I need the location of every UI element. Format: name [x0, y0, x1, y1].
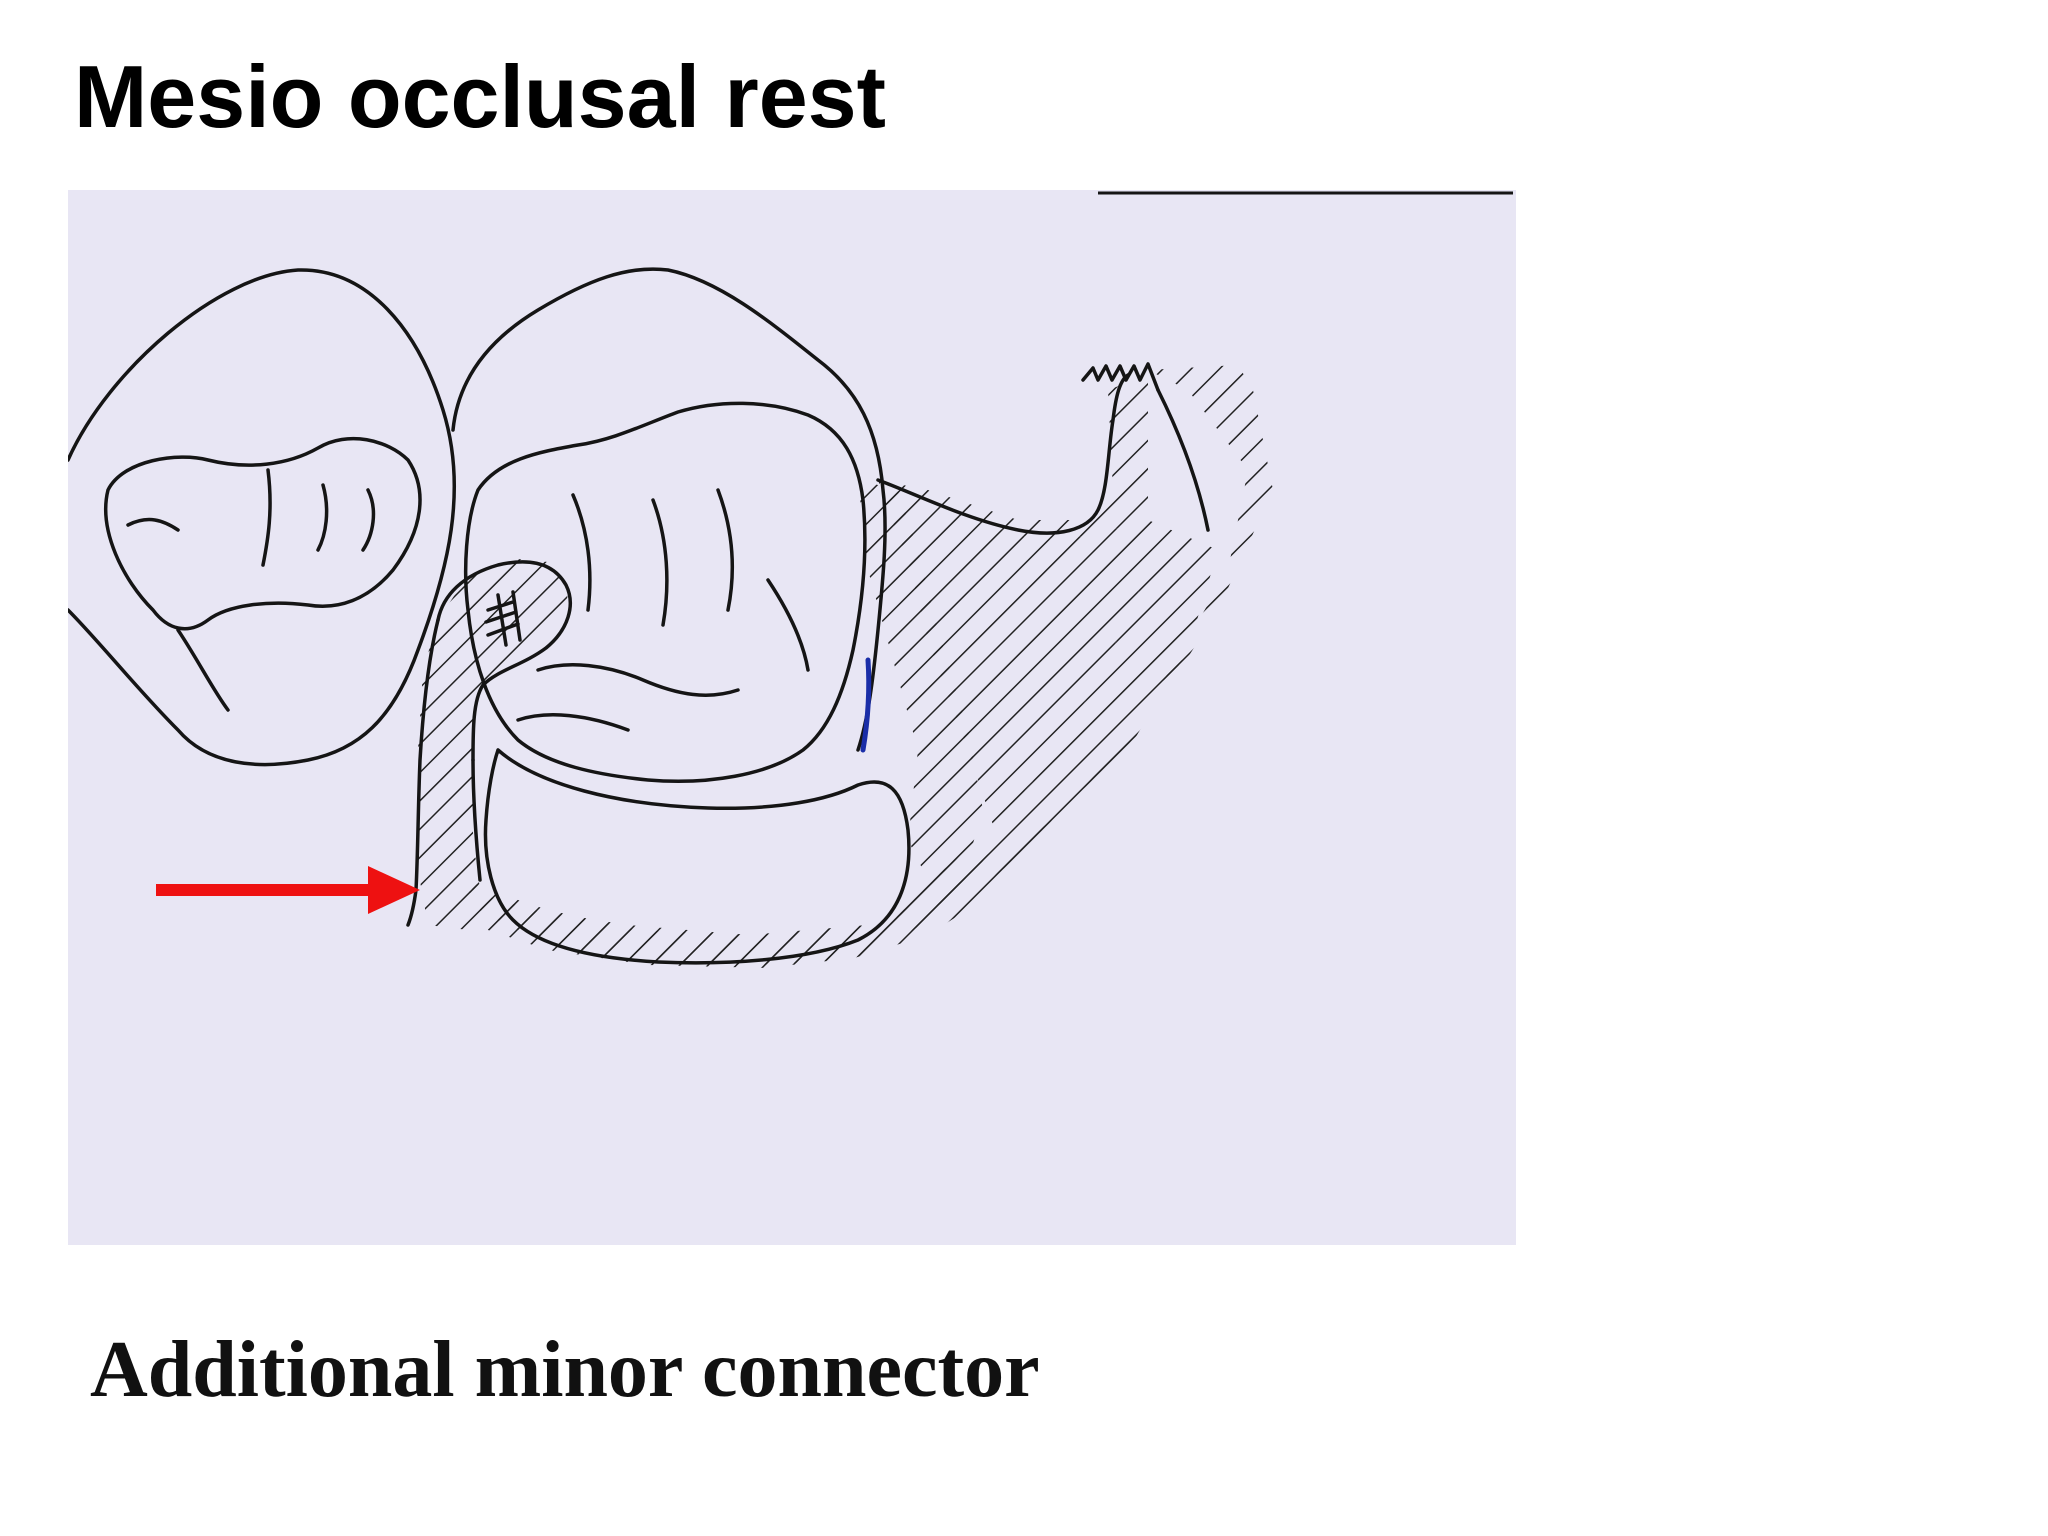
ridge-outline: [876, 373, 1130, 535]
tooth-diagram: [68, 190, 1516, 1245]
left-tooth-groove-3: [316, 483, 329, 552]
red-arrow: [156, 866, 420, 914]
left-tooth-outline: [68, 268, 457, 767]
break-line: [1081, 362, 1160, 392]
rest-hatch-marks: [484, 590, 522, 647]
minor-connector-outline: [406, 618, 440, 927]
molar-groove-4: [766, 578, 810, 672]
occlusal-rest-outline: [436, 560, 572, 762]
left-tooth-groove-4: [361, 488, 376, 552]
molar-groove-3: [716, 488, 735, 612]
molar-outline: [451, 267, 887, 752]
minor-connector-inner-line: [471, 758, 482, 882]
molar-groove-6: [516, 713, 630, 732]
molar-groove-1: [571, 493, 592, 612]
paper-background: [68, 190, 1516, 1245]
molar-groove-2: [651, 498, 669, 627]
minor-connector: [418, 558, 568, 930]
hatched-framework: [418, 365, 1273, 968]
blue-mark: [860, 657, 872, 753]
molar-cervical-band: [483, 748, 911, 965]
left-tooth-groove-2: [261, 468, 272, 567]
left-tooth-groove-1: [126, 517, 180, 532]
diagram-caption: Additional minor connector: [90, 1326, 1040, 1414]
molar-occlusal: [463, 401, 867, 783]
left-tooth-occlusal: [104, 436, 422, 631]
framework-outer-edge: [1156, 388, 1210, 532]
molar-groove-5: [536, 663, 740, 697]
slide-title: Mesio occlusal rest: [74, 47, 886, 146]
left-tooth-groove-5: [176, 628, 230, 712]
